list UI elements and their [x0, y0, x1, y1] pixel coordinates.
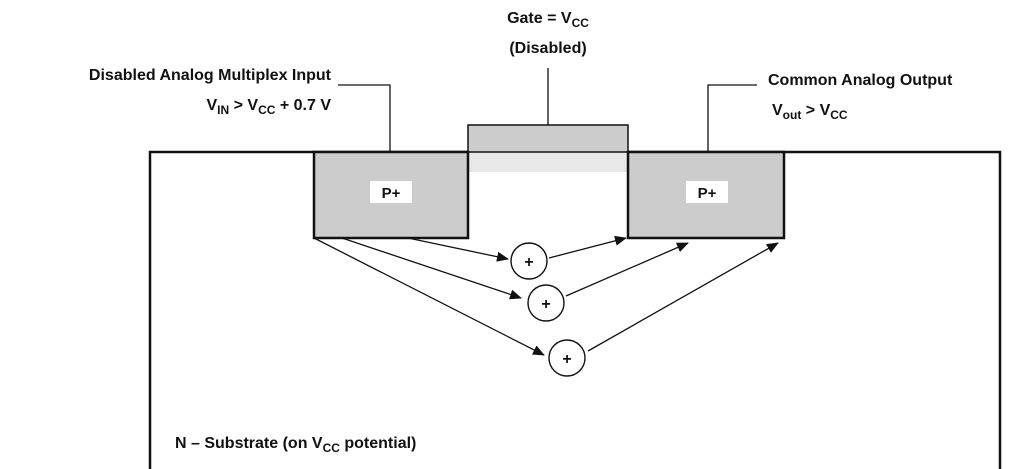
gate-oxide	[468, 152, 628, 172]
substrate-label: N – Substrate (on VCC potential)	[175, 435, 416, 455]
output-label-line2: Vout > VCC	[772, 102, 848, 122]
arrow-collect-2	[565, 242, 689, 297]
output-label-line1: Common Analog Output	[768, 72, 953, 89]
svg-text:+: +	[524, 254, 533, 271]
input-label-line2: VIN > VCC + 0.7 V	[206, 97, 331, 117]
arrow-inject-3	[313, 237, 545, 356]
substrate-outline	[148, 150, 1002, 469]
arrow-collect-3	[587, 242, 779, 352]
p-plus-tag-left: P+	[382, 185, 401, 202]
gate-electrode	[467, 124, 629, 153]
p-plus-tag-left-box	[370, 181, 412, 203]
hole-carrier-2: +	[527, 284, 565, 322]
p-plus-tag-right: P+	[698, 185, 717, 202]
svg-text:+: +	[562, 351, 571, 368]
svg-text:+: +	[541, 296, 550, 313]
hole-carrier-3: +	[548, 339, 586, 377]
carrier-flow-arrows	[313, 235, 779, 356]
input-label-line1: Disabled Analog Multiplex Input	[89, 67, 332, 84]
arrow-collect-1	[548, 235, 627, 259]
gate-label-line1: Gate = VCC	[507, 10, 589, 30]
gate-label-line2: (Disabled)	[509, 40, 586, 57]
input-leader-line	[338, 84, 391, 152]
hole-carrier-1: +	[510, 242, 548, 280]
arrow-inject-2	[341, 237, 522, 300]
arrow-inject-1	[407, 237, 509, 262]
output-leader-line	[707, 84, 757, 152]
p-plus-tag-right-box	[686, 181, 728, 203]
